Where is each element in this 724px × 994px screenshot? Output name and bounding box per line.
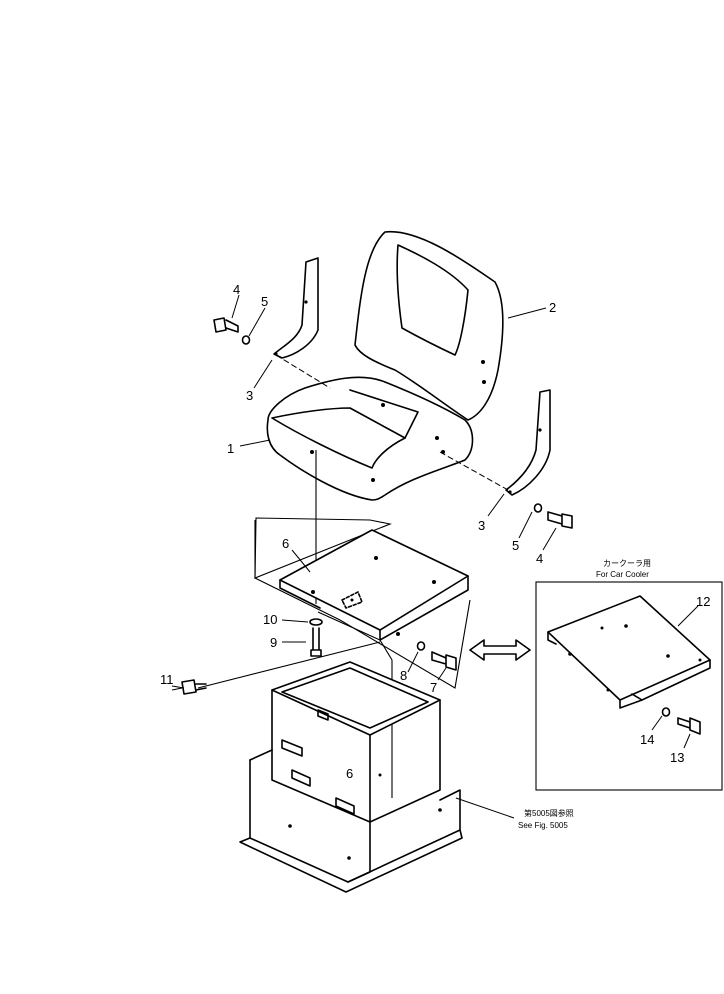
right-bracket: [505, 389, 551, 496]
detail-frame: [535, 581, 723, 791]
right-bolt: [547, 511, 573, 529]
callout-8: 8: [400, 668, 407, 683]
callout-13: 13: [670, 750, 684, 765]
callout-3a: 3: [246, 388, 253, 403]
callout-5b: 5: [512, 538, 519, 553]
washer-8: [416, 641, 426, 651]
see-fig-note-jp: 第5005図参照: [524, 808, 574, 818]
callout-5a: 5: [261, 294, 268, 309]
double-arrow: [469, 639, 531, 661]
left-bolt: [213, 317, 239, 333]
left-washer: [241, 335, 251, 345]
callout-14: 14: [640, 732, 654, 747]
callout-3b: 3: [478, 518, 485, 533]
left-bracket: [273, 257, 319, 359]
callout-2: 2: [549, 300, 556, 315]
car-cooler-detail: [535, 581, 723, 791]
car-cooler-note-jp: カークーラ用: [603, 559, 651, 568]
right-washer: [533, 503, 543, 513]
car-cooler-note-en: For Car Cooler: [596, 570, 649, 579]
callout-4a: 4: [233, 282, 240, 297]
box-stencil: 6: [346, 766, 353, 781]
seat: [266, 231, 504, 501]
callout-1: 1: [227, 441, 234, 456]
bolt-9: [310, 627, 322, 657]
bolt-7: [431, 651, 457, 671]
callout-11: 11: [160, 672, 174, 687]
callout-9: 9: [270, 635, 277, 650]
callout-10: 10: [263, 612, 277, 627]
bolt-11: [181, 679, 207, 695]
seat-box: [239, 661, 463, 893]
callout-12: 12: [696, 594, 710, 609]
washer-14: [661, 707, 671, 717]
bolt-13: [677, 717, 701, 735]
callout-7: 7: [430, 680, 437, 695]
washer-10: [309, 618, 323, 626]
callout-6: 6: [282, 536, 289, 551]
see-fig-note-en: See Fig. 5005: [518, 821, 568, 830]
mount-plate: [279, 529, 469, 641]
callout-4b: 4: [536, 551, 543, 566]
